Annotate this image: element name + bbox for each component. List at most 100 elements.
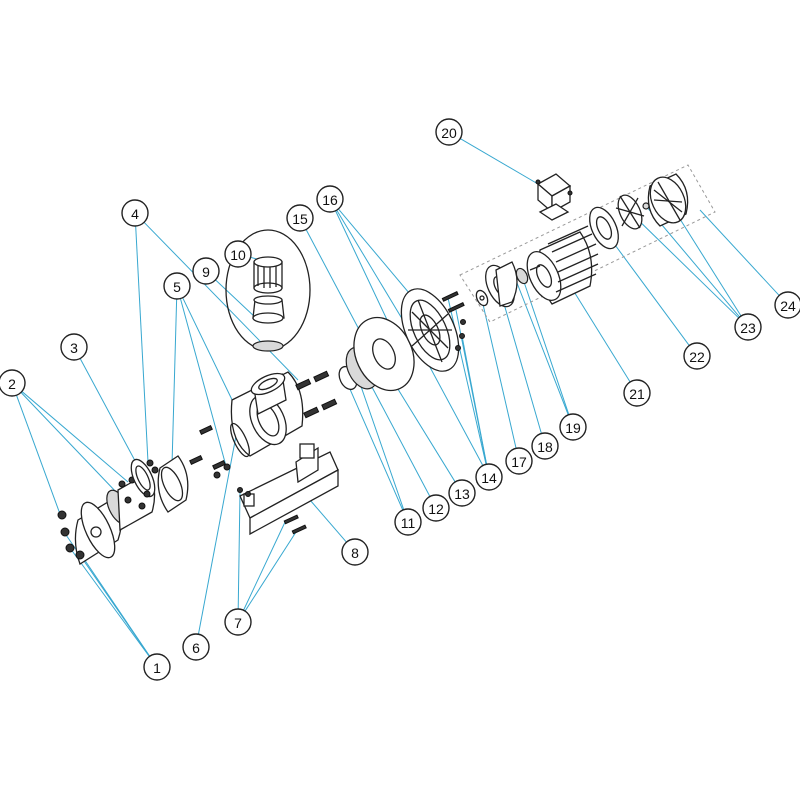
leader-line-16-0 <box>336 209 405 323</box>
leader-line-14-2 <box>461 335 488 465</box>
leader-line-11-0 <box>345 379 404 511</box>
leader-line-3-0 <box>79 358 141 471</box>
leader-line-5-1 <box>182 297 237 409</box>
callout-24: 24 <box>774 291 800 319</box>
callout-circle <box>121 199 149 227</box>
union-flange <box>157 424 226 513</box>
motor-front-parts <box>475 261 529 308</box>
callout-10: 10 <box>224 240 252 268</box>
callout-16: 16 <box>316 185 344 213</box>
callout-circle <box>475 463 503 491</box>
callout-14: 14 <box>475 463 503 491</box>
callout-number: 5 <box>173 279 181 295</box>
leader-line-19-0 <box>511 269 569 416</box>
leader-line-22-0 <box>603 229 690 346</box>
callout-number: 23 <box>740 320 756 336</box>
leader-line-20-0 <box>459 138 539 185</box>
callout-number: 6 <box>192 640 200 656</box>
callout-5: 5 <box>163 272 191 300</box>
callout-number: 19 <box>565 420 581 436</box>
leader-line-24-0 <box>699 209 780 296</box>
pump-base <box>237 443 339 536</box>
callout-circle <box>224 608 252 636</box>
leader-line-7-1 <box>243 519 287 611</box>
callout-number: 12 <box>428 501 444 517</box>
callout-3: 3 <box>60 333 88 361</box>
strainer-basket <box>225 229 311 352</box>
callout-circle <box>0 369 26 397</box>
callout-circle <box>774 291 800 319</box>
callout-number: 10 <box>230 247 246 263</box>
callout-number: 22 <box>689 349 705 365</box>
callout-circle <box>143 653 171 681</box>
callout-number: 8 <box>351 545 359 561</box>
callout-23: 23 <box>734 313 762 341</box>
callout-9: 9 <box>192 257 220 285</box>
callout-20: 20 <box>435 118 463 146</box>
pump-body <box>213 371 304 479</box>
motor-group-outline <box>459 164 716 323</box>
leader-line-18-0 <box>499 289 542 434</box>
leader-line-23-1 <box>629 211 740 319</box>
callout-22: 22 <box>683 342 711 370</box>
callout-number: 14 <box>481 470 497 486</box>
leader-line-2-1 <box>21 391 129 483</box>
terminal-box <box>535 173 573 221</box>
callout-number: 3 <box>70 340 78 356</box>
callout-number: 11 <box>401 515 416 531</box>
callout-19: 19 <box>559 413 587 441</box>
callout-6: 6 <box>182 633 210 661</box>
housing-bolts <box>295 370 338 419</box>
callout-number: 4 <box>131 206 139 222</box>
callout-number: 21 <box>629 386 645 402</box>
callout-circle <box>224 240 252 268</box>
callout-circle <box>448 479 476 507</box>
callout-number: 7 <box>234 615 242 631</box>
leader-line-8-0 <box>309 499 347 543</box>
leader-line-5-0 <box>171 298 178 466</box>
flange-assembly <box>57 471 156 565</box>
callout-circle <box>192 257 220 285</box>
callout-number: 1 <box>153 660 161 676</box>
callout-number: 15 <box>292 211 308 227</box>
callout-18: 18 <box>531 432 559 460</box>
callout-circle <box>559 413 587 441</box>
callout-circle <box>505 447 533 475</box>
leader-line-21-0 <box>567 281 631 383</box>
leader-line-12-0 <box>363 371 431 497</box>
callout-circle <box>182 633 210 661</box>
callout-circle <box>435 118 463 146</box>
callout-circle <box>394 508 422 536</box>
leader-line-11-1 <box>355 371 405 510</box>
callout-11: 11 <box>394 508 422 536</box>
callout-circle <box>683 342 711 370</box>
impeller-assembly <box>338 288 466 392</box>
callout-circle <box>60 333 88 361</box>
callout-circle <box>316 185 344 213</box>
leader-line-4-0 <box>135 225 149 463</box>
callout-circle <box>531 432 559 460</box>
motor-rear-parts <box>589 173 689 250</box>
callout-number: 24 <box>780 298 796 314</box>
callout-number: 18 <box>537 439 553 455</box>
leader-line-2-0 <box>16 395 61 515</box>
leader-line-16-1 <box>337 208 421 307</box>
callout-12: 12 <box>422 494 450 522</box>
callout-number: 13 <box>454 486 470 502</box>
leader-line-1-1 <box>69 547 150 657</box>
callout-number: 9 <box>202 264 210 280</box>
leader-line-9-0 <box>215 279 257 319</box>
callout-17: 17 <box>505 447 533 475</box>
gasket-and-bolts <box>130 458 159 498</box>
callout-13: 13 <box>448 479 476 507</box>
callout-number: 17 <box>511 454 527 470</box>
leader-line-5-2 <box>179 298 227 467</box>
leader-line-7-0 <box>237 491 241 610</box>
callout-15: 15 <box>286 204 314 232</box>
callout-number: 2 <box>8 376 16 392</box>
callout-8: 8 <box>341 538 369 566</box>
callout-circle <box>163 272 191 300</box>
callout-number: 20 <box>441 125 457 141</box>
leader-line-19-1 <box>521 275 570 415</box>
